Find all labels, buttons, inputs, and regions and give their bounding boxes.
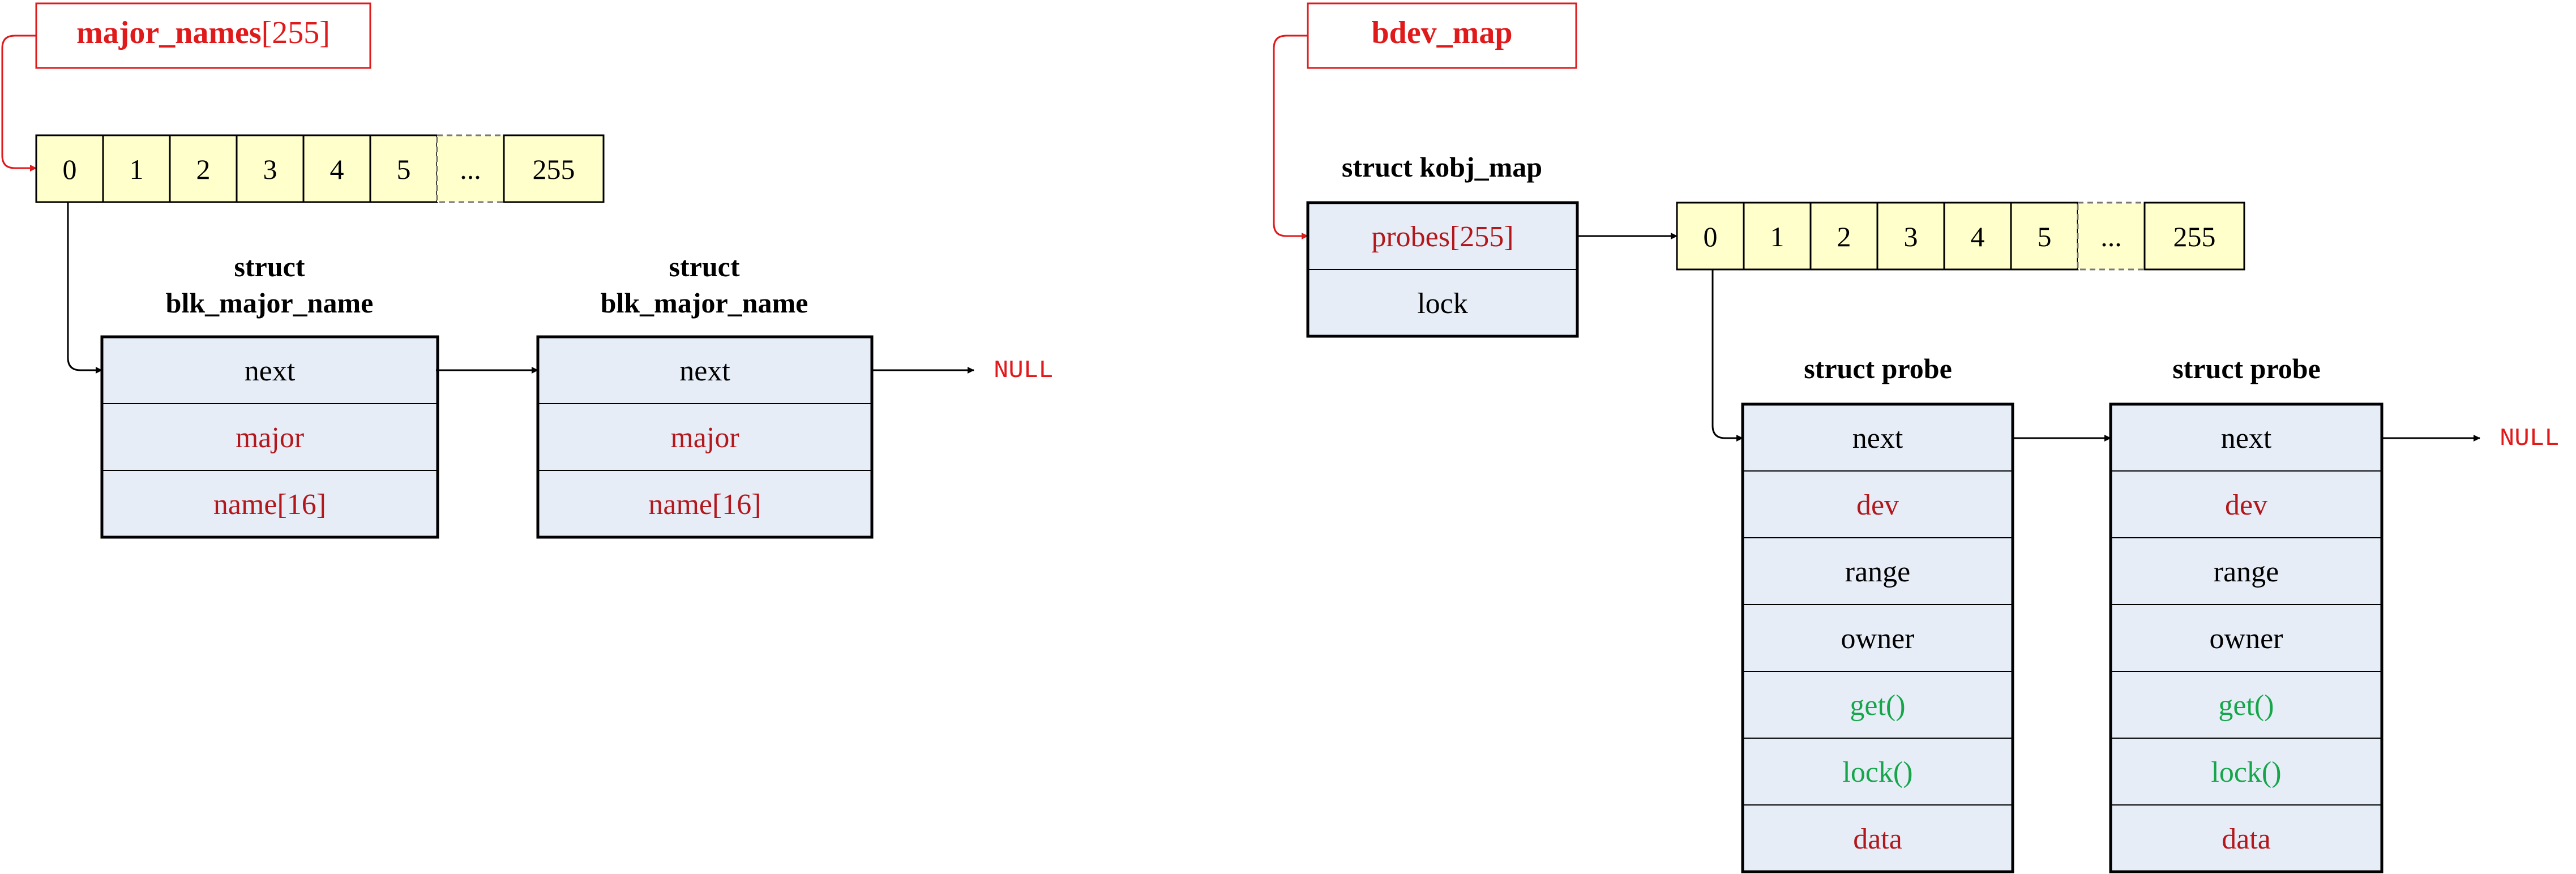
probes-array-cell-label: 1 [1770,221,1785,252]
major-names-section: major_names[255] 0 1 2 3 4 5... 255 struct blk… [1,2,1054,539]
left-struct-2-label-line1: struct [669,251,740,282]
right-struct-1-field-next: next [1852,422,1903,455]
probes-array-cell-label: 255 [2173,221,2216,252]
kobj-map-field-probes255: probes[255] [1371,221,1513,253]
major-names-title-box [35,2,371,69]
major-names-pointer-arrow [1,35,37,172]
probes-array-cell-label: 4 [1971,221,1985,252]
major-names-array-cell [503,134,605,203]
right-struct-2-field-dev: dev [2225,489,2267,521]
left-struct-1-label-line2: blk_major_name [166,287,374,319]
right-struct-2-field-lock: lock() [2211,756,2281,789]
right-struct-2-background [2111,404,2382,872]
left-null-label: NULL [994,357,1054,385]
kobj-map-struct: probes[255] lock [1306,201,1579,338]
right-struct-2-field-range: range [2214,556,2279,588]
right-struct-2-field-next: next [2221,422,2272,455]
bdev-map-pointer-arrow [1273,35,1308,239]
probes-array-cell [1809,202,1878,271]
right-struct-2-field-data: data [2222,823,2271,855]
bdev-map-title: bdev_map [1372,15,1513,50]
probes-array-cell-label: 3 [1904,221,1918,252]
probes-array-cell [2010,202,2079,271]
right-struct-1-field-get: get() [1850,689,1905,722]
major-names-array-cell-label: 5 [397,153,411,185]
left-struct-1-background [102,337,438,537]
right-struct-1-field-data: data [1853,823,1902,855]
right-struct-2-label: struct probe [2172,353,2321,384]
left-struct-2-field-next: next [679,355,730,387]
right-struct-1-field-dev: dev [1856,489,1899,521]
kobj-map-field-lock: lock [1417,288,1468,320]
left-struct-2-field-name16: name[16] [648,489,761,521]
major-names-title-name: major_names [76,15,262,50]
left-struct-2-field-major: major [670,422,739,454]
major-names-array: 0 1 2 3 4 5... 255 [35,134,605,203]
left-struct-2-border [536,335,874,539]
probes-array-cell [1676,202,1745,271]
major-names-array-cell [369,134,438,203]
major-names-array-cell-label: 4 [330,153,344,185]
kobj-map-label: struct kobj_map [1342,151,1542,183]
probes-array-cell-label: ... [2100,221,2122,252]
right-struct-2-probe: next dev range owner get() lock() data [2109,402,2384,873]
right-struct-1-border [1741,402,2014,873]
bdev-map-title-box [1307,2,1577,69]
probes-array-cell [2143,202,2245,271]
right-struct-1-background [1743,404,2013,872]
probes-array-cell [1743,202,1812,271]
kobj-map-border [1306,201,1579,338]
left-struct-1-blk-major-name: next major name[16] [100,335,439,539]
major-names-title-suffix: [255] [262,15,330,50]
right-struct-1-field-owner: owner [1841,623,1915,655]
right-struct-1-probe: next dev range owner get() lock() data [1741,402,2014,873]
bdev-map-section: bdev_map struct kobj_map probes[255] lock… [1273,2,2560,873]
right-struct-2-field-owner: owner [2210,623,2283,655]
probes-array-cell-label: 0 [1704,221,1718,252]
probes-array-cell [1876,202,1945,271]
major-names-array-cell-label: ... [460,153,481,185]
left-struct-1-field-name16: name[16] [213,489,326,521]
major-names-title: major_names[255] [76,15,330,50]
right-struct-1-field-range: range [1845,556,1910,588]
probes-array: 0 1 2 3 4 5... 255 [1676,202,2245,271]
major-names-array-cell-label: 0 [63,153,77,185]
major-names-array-cell [236,134,305,203]
left-struct-2-label-line2: blk_major_name [601,287,808,319]
major-names-array-cell [102,134,171,203]
left-struct-1-label-line1: struct [234,251,305,282]
probes-array-cell [1943,202,2012,271]
major-names-array-cell-label: 255 [533,153,575,185]
right-struct-1-field-lock: lock() [1842,756,1912,789]
probes-array-cell-label: 2 [1837,221,1851,252]
left-struct-2-background [538,337,872,537]
right-struct-2-border [2109,402,2384,873]
left-struct-1-field-next: next [245,355,296,387]
major-names-array-cell-label: 3 [263,153,277,185]
right-struct-1-label: struct probe [1804,353,1952,384]
left-struct-1-border [100,335,439,539]
major-names-array-cell-label: 2 [196,153,211,185]
left-array-to-struct-arrow [67,202,102,374]
major-names-array-cell-label: 1 [130,153,144,185]
probes-array-cell [2077,202,2146,271]
major-names-array-cell [35,134,104,203]
major-names-array-cell [436,134,505,203]
left-struct-2-blk-major-name: next major name[16] [536,335,874,539]
left-struct-1-field-major: major [236,422,304,454]
right-null-label: NULL [2500,425,2560,453]
major-names-array-cell [302,134,371,203]
right-struct-2-field-get: get() [2218,689,2274,722]
probes-array-cell-label: 5 [2038,221,2052,252]
right-array-to-struct-arrow [1711,270,1743,442]
